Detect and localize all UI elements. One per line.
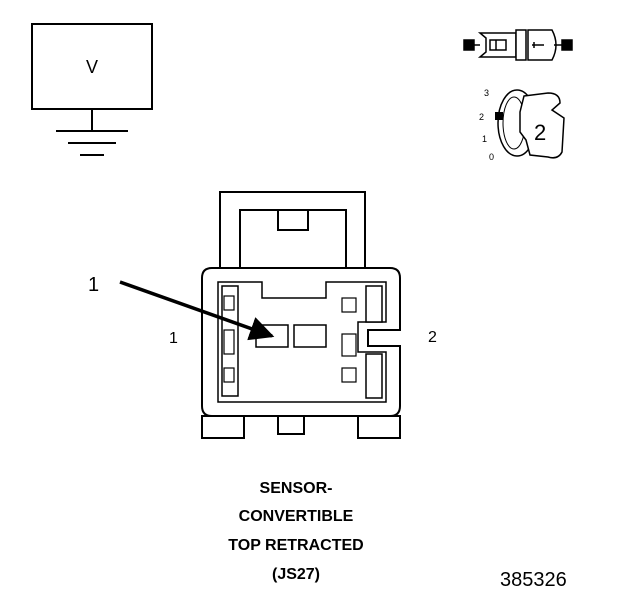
- pin-label-3: 3: [484, 88, 489, 98]
- connector-foot-right: [357, 415, 401, 439]
- pin-label-2: 2: [479, 112, 484, 122]
- connector-foot-left: [201, 415, 245, 439]
- ground-icon: [56, 130, 128, 156]
- bottom-tab: [277, 415, 305, 435]
- pin-view-icon: 3 2 1 0 2: [479, 88, 565, 162]
- caption-line-4: (JS27): [271, 566, 321, 583]
- voltmeter-label: V: [86, 57, 98, 77]
- cavity-label-left: 1: [169, 330, 178, 347]
- figure-number: 385326: [500, 569, 567, 591]
- terminal-cavity-2: [293, 324, 327, 348]
- voltmeter-box: [31, 23, 153, 110]
- pin-label-0: 0: [489, 152, 494, 162]
- callout-number: 1: [88, 274, 99, 296]
- caption-line-2: CONVERTIBLE: [238, 508, 354, 525]
- caption-line-3: TOP RETRACTED: [228, 537, 364, 554]
- pin-view-number: 2: [534, 120, 546, 145]
- voltmeter-symbol: V: [31, 23, 153, 156]
- callout-arrow: [119, 280, 275, 341]
- latch-tab: [277, 209, 309, 231]
- cavity-label-right: 2: [428, 329, 437, 346]
- connector-view-icon: [463, 29, 573, 61]
- pin-label-1: 1: [482, 134, 487, 144]
- caption-line-1: SENSOR-: [259, 480, 333, 497]
- connector-face: [201, 191, 401, 439]
